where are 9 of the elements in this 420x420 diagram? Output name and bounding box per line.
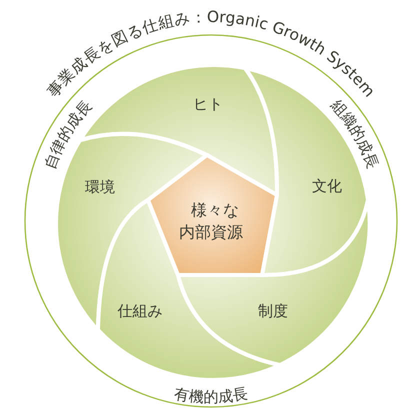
ring-label: 自律的成長 [40,96,96,172]
ring-label: 組織的成長 [328,96,382,171]
petal-label: 仕組み [118,302,162,320]
ring-label: 有機的成長 [173,384,249,406]
petal-label: 文化 [312,177,342,195]
petal-label: 環境 [84,178,115,196]
center-label: 様々な内部資源 [179,199,243,243]
petal-label: ヒト [193,94,223,113]
petal-label: 制度 [258,302,288,320]
